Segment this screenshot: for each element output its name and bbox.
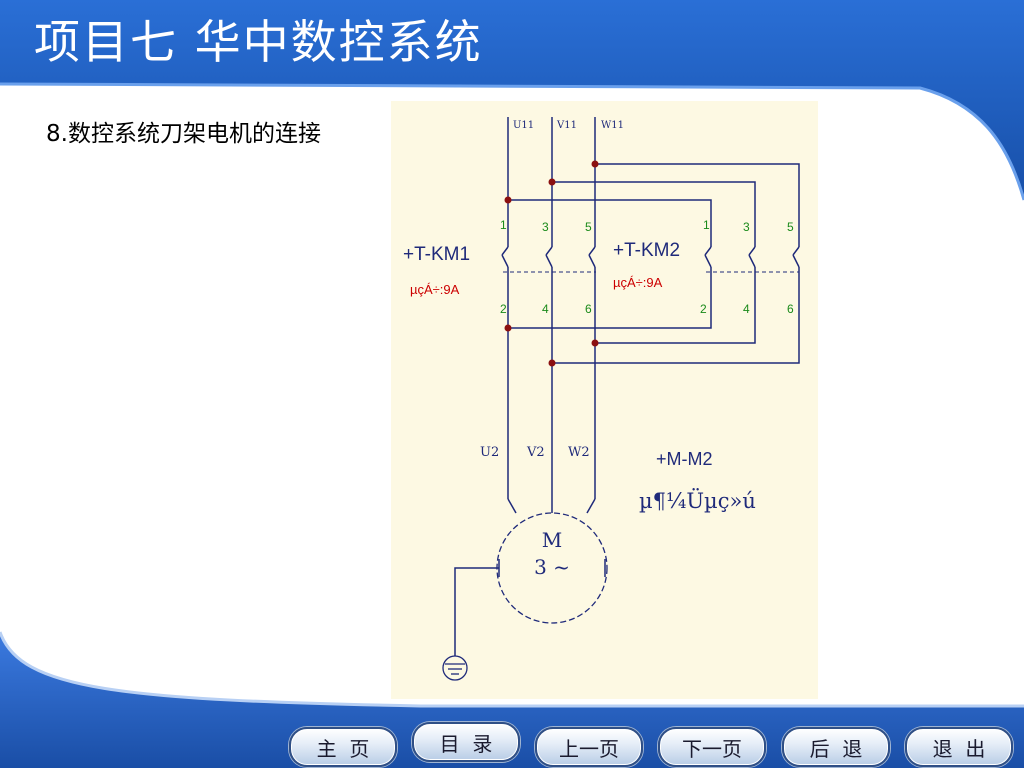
km1-current: µçÁ÷:9A xyxy=(410,282,460,297)
toc-button[interactable]: 目 录 xyxy=(412,722,520,762)
motor-symbol-phase: 3 ~ xyxy=(534,555,570,579)
section-heading: 8.数控系统刀架电机的连接 xyxy=(46,121,321,147)
back-button-label: 后 退 xyxy=(809,736,863,761)
km1-contact-3: 3 xyxy=(542,220,549,234)
km1-contact-2: 2 xyxy=(500,302,507,316)
km1-label: +T-KM1 xyxy=(403,244,470,265)
km1-contact-6: 6 xyxy=(585,302,592,316)
km2-contact-5: 5 xyxy=(787,220,794,234)
terminal-v2: V2 xyxy=(526,445,545,460)
motor-name: µ¶¼Üµç»ú xyxy=(639,488,756,513)
next-page-button[interactable]: 下一页 xyxy=(658,727,766,767)
km2-contact-4: 4 xyxy=(743,302,750,316)
toc-button-label: 目 录 xyxy=(439,731,493,756)
km1-contact-4: 4 xyxy=(542,302,549,316)
km1-contact-5: 5 xyxy=(585,220,592,234)
page-title: 项目七 华中数控系统 xyxy=(34,15,483,69)
km2-contact-3: 3 xyxy=(743,220,750,234)
home-button[interactable]: 主 页 xyxy=(289,727,397,767)
km2-contact-6: 6 xyxy=(787,302,794,316)
prev-page-button-label: 上一页 xyxy=(559,736,619,761)
km2-contact-1: 1 xyxy=(703,218,710,232)
label-v11: V11 xyxy=(556,120,577,131)
motor-tag: +M-M2 xyxy=(656,449,713,469)
label-u11: U11 xyxy=(513,120,534,131)
junction-dots xyxy=(504,160,599,367)
km2-current: µçÁ÷:9A xyxy=(613,275,663,290)
motor-symbol-m: M xyxy=(542,528,562,552)
exit-button-label: 退 出 xyxy=(932,736,986,761)
km1-contact-1: 1 xyxy=(500,218,507,232)
ground-icon xyxy=(442,655,468,681)
label-w11: W11 xyxy=(601,120,624,131)
km2-label: +T-KM2 xyxy=(613,240,680,261)
back-button[interactable]: 后 退 xyxy=(782,727,890,767)
terminal-w2: W2 xyxy=(568,445,590,460)
prev-page-button[interactable]: 上一页 xyxy=(535,727,643,767)
terminal-u2: U2 xyxy=(480,445,499,460)
wiring-diagram: U11 V11 W11 1 3 5 2 4 6 1 3 5 2 4 6 +T-K… xyxy=(391,101,818,699)
exit-button[interactable]: 退 出 xyxy=(905,727,1013,767)
km2-contact-2: 2 xyxy=(700,302,707,316)
motor-symbol xyxy=(496,512,608,624)
home-button-label: 主 页 xyxy=(316,736,370,761)
next-page-button-label: 下一页 xyxy=(682,736,742,761)
